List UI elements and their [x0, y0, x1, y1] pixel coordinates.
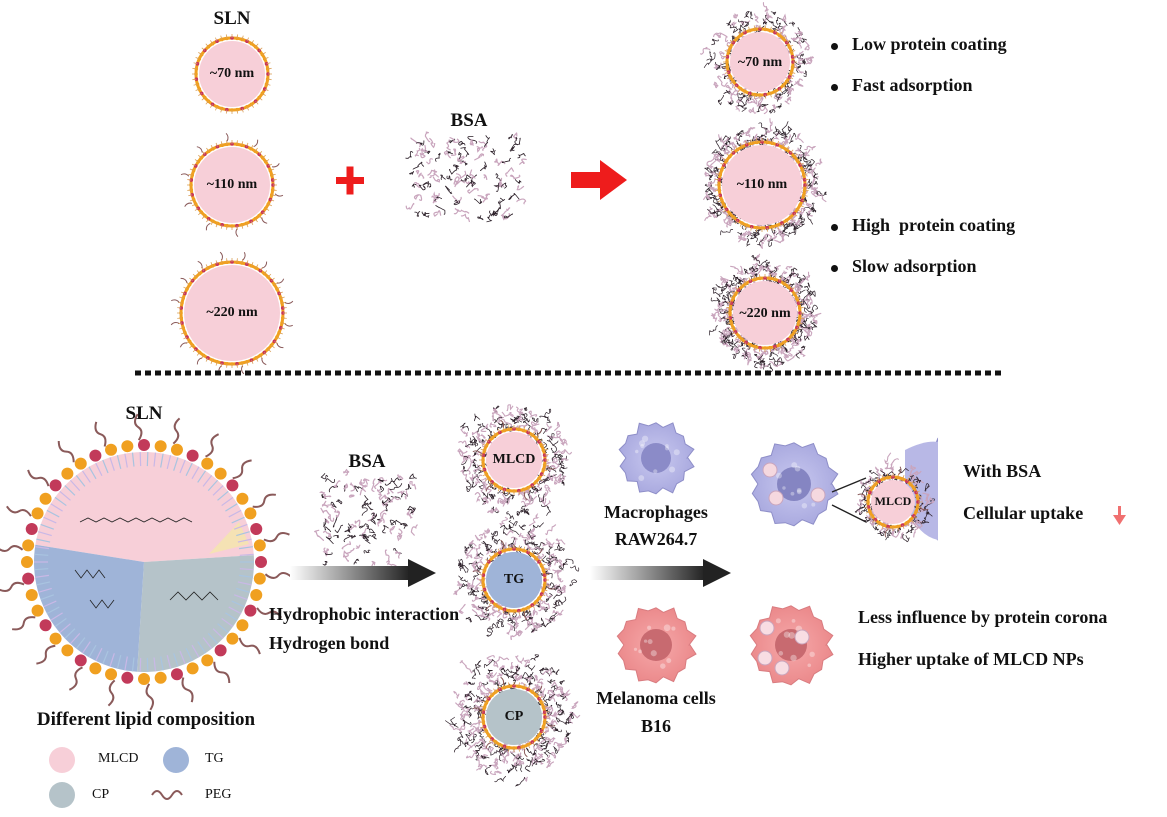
coated-size-label-70: ~70 nm — [737, 55, 783, 70]
bsa-protein-icon — [405, 131, 527, 223]
particle-label-tg: TG — [503, 572, 525, 587]
legend-label-cp: CP — [92, 787, 110, 802]
legend-label-peg: PEG — [205, 787, 232, 802]
bottom-bsa-label: BSA — [348, 451, 386, 472]
coated-110nm-particle — [702, 118, 827, 249]
particle-label-cp: CP — [504, 709, 524, 724]
coated-size-label-220: ~220 nm — [739, 306, 791, 321]
bullet-low-protein: Low protein coating — [852, 34, 1007, 54]
size-label-110: ~110 nm — [206, 177, 258, 192]
b16-label: B16 — [640, 716, 672, 736]
legend-label-mlcd: MLCD — [98, 751, 139, 766]
bullet-dot — [831, 224, 838, 231]
membrane-inset — [831, 437, 968, 543]
raw264-label: RAW264.7 — [614, 529, 698, 549]
down-arrow-icon — [1113, 506, 1126, 525]
hydrophobic-interaction-label: Hydrophobic interaction — [269, 604, 460, 624]
macrophages-label: Macrophages — [604, 502, 708, 522]
sln-110nm-particle — [180, 132, 284, 238]
bullet-slow-adsorption: Slow adsorption — [852, 256, 977, 276]
higher-uptake-label: Higher uptake of MLCD NPs — [858, 649, 1084, 669]
top-bsa-label: BSA — [450, 110, 488, 131]
less-influence-label: Less influence by protein corona — [858, 607, 1108, 627]
gradient-arrow-icon — [590, 559, 731, 587]
coated-mlcd-particle — [457, 404, 573, 520]
composition-caption: Different lipid composition — [36, 709, 256, 730]
big-sln-composition-particle — [0, 413, 292, 711]
legend-shapes — [49, 747, 189, 808]
coated-220nm-particle — [709, 253, 822, 374]
bullet-dot — [831, 265, 838, 272]
legend-cp-swatch — [49, 782, 75, 808]
melanoma-label: Melanoma cells — [596, 688, 716, 708]
legend-mlcd-swatch — [49, 747, 75, 773]
macrophage-cell-icon — [618, 422, 695, 495]
particle-label-mlcd: MLCD — [492, 452, 536, 467]
red-arrow-icon — [571, 160, 627, 200]
plus-icon — [336, 166, 364, 195]
sln-70nm-particle — [192, 34, 272, 114]
bullet-high-protein: High protein coating — [852, 215, 1016, 235]
legend-label-tg: TG — [205, 751, 224, 766]
bullet-dot — [831, 84, 838, 91]
cellular-uptake-label: Cellular uptake — [963, 503, 1084, 523]
bsa-protein-icon — [314, 468, 418, 567]
bullet-fast-adsorption: Fast adsorption — [852, 75, 973, 95]
melanoma-uptake-cell-icon — [749, 605, 834, 686]
coated-tg-particle — [453, 512, 580, 641]
melanoma-cell-icon — [616, 607, 697, 684]
size-label-220: ~220 nm — [206, 305, 258, 320]
legend-tg-swatch — [163, 747, 189, 773]
gradient-arrow-icon — [290, 559, 436, 587]
bottom-sln-title: SLN — [125, 403, 163, 424]
coated-size-label-110: ~110 nm — [736, 177, 788, 192]
top-sln-title: SLN — [213, 8, 251, 29]
macrophage-uptake-cell-icon — [750, 442, 839, 527]
legend-peg-swatch — [151, 790, 183, 800]
coated-70nm-particle — [699, 2, 814, 115]
size-label-70: ~70 nm — [209, 66, 255, 81]
with-bsa-label: With BSA — [963, 461, 1042, 481]
inset-mlcd-label: MLCD — [874, 494, 912, 508]
bullet-dot — [831, 43, 838, 50]
sln-220nm-particle — [170, 251, 294, 375]
coated-cp-particle — [444, 654, 581, 787]
hydrogen-bond-label: Hydrogen bond — [269, 633, 390, 653]
